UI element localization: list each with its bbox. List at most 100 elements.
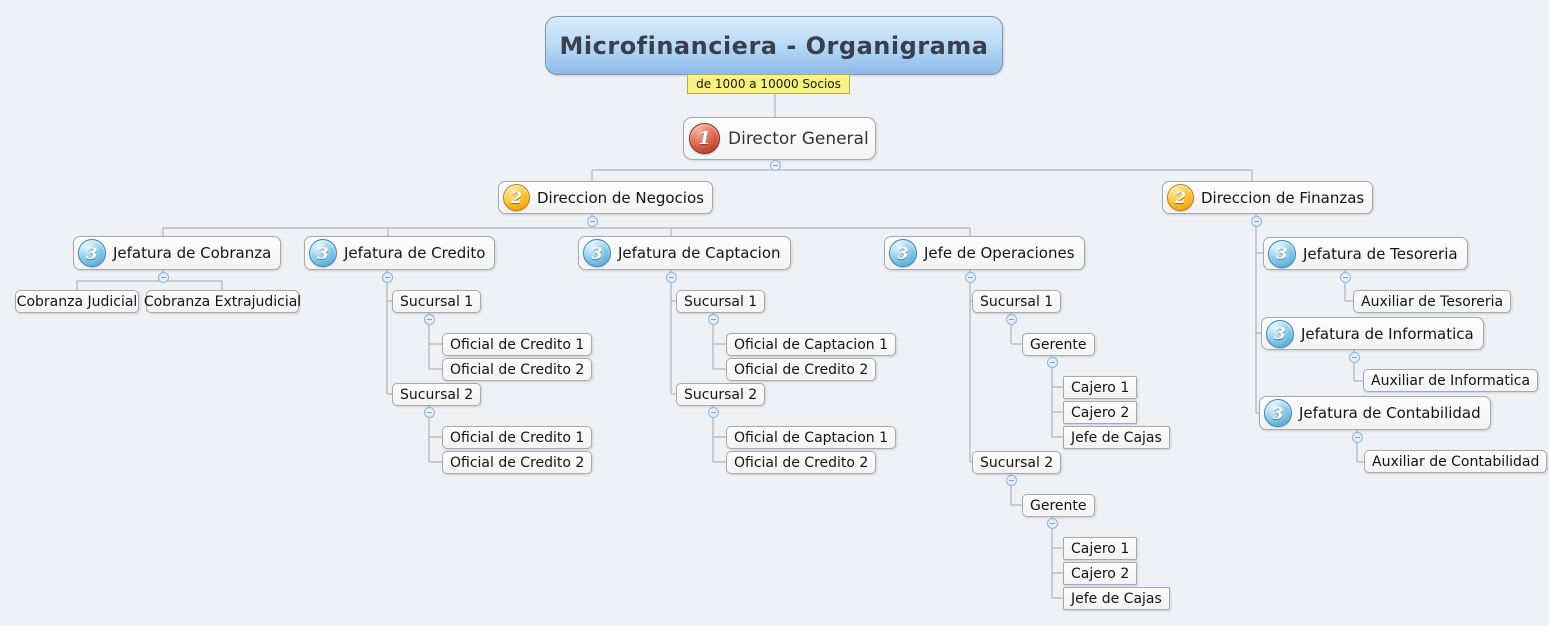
- node-auxiliar-informatica[interactable]: Auxiliar de Informatica: [1363, 369, 1539, 392]
- collapse-minus-icon[interactable]: [1340, 272, 1351, 283]
- node-captacion-s1-oficial-1[interactable]: Oficial de Captacion 1: [726, 333, 896, 356]
- node-label: Sucursal 1: [684, 293, 758, 310]
- node-credito-s2-oficial-1[interactable]: Oficial de Credito 1: [442, 426, 593, 449]
- node-jefatura-informatica[interactable]: 3 Jefatura de Informatica: [1261, 317, 1484, 350]
- node-jefatura-credito[interactable]: 3 Jefatura de Credito: [304, 236, 496, 270]
- node-captacion-s2-oficial-1[interactable]: Oficial de Captacion 1: [726, 426, 896, 449]
- node-jefatura-cobranza[interactable]: 3 Jefatura de Cobranza: [73, 236, 282, 270]
- collapse-minus-icon[interactable]: [1352, 432, 1363, 443]
- node-label: Jefatura de Informatica: [1301, 324, 1474, 343]
- node-captacion-s1-oficial-2[interactable]: Oficial de Credito 2: [726, 358, 877, 381]
- node-label: Auxiliar de Tesoreria: [1361, 293, 1504, 310]
- node-operaciones-sucursal-2[interactable]: Sucursal 2: [972, 451, 1062, 474]
- node-label: Oficial de Credito 2: [450, 454, 585, 471]
- priority-2-icon: 2: [503, 184, 530, 211]
- node-label: Oficial de Credito 2: [734, 361, 869, 378]
- note-label: de 1000 a 10000 Socios: [696, 77, 841, 91]
- node-label: Gerente: [1030, 497, 1087, 514]
- node-oper-s1-cajero-2[interactable]: Cajero 2: [1063, 401, 1138, 424]
- node-credito-sucursal-1[interactable]: Sucursal 1: [392, 290, 482, 313]
- collapse-minus-icon[interactable]: [1251, 216, 1262, 227]
- node-label: Director General: [728, 128, 869, 149]
- node-label: Sucursal 1: [400, 293, 474, 310]
- node-label: Oficial de Captacion 1: [734, 429, 888, 446]
- node-credito-s1-oficial-2[interactable]: Oficial de Credito 2: [442, 358, 593, 381]
- priority-3-icon: 3: [889, 239, 917, 267]
- node-label: Sucursal 2: [684, 386, 758, 403]
- collapse-minus-icon[interactable]: [424, 314, 435, 325]
- node-cobranza-extrajudicial[interactable]: Cobranza Extrajudicial: [144, 290, 301, 313]
- priority-3-icon: 3: [309, 239, 337, 267]
- node-captacion-sucursal-2[interactable]: Sucursal 2: [676, 383, 766, 406]
- priority-3-icon: 3: [583, 239, 611, 267]
- node-captacion-s2-oficial-2[interactable]: Oficial de Credito 2: [726, 451, 877, 474]
- collapse-minus-icon[interactable]: [1349, 352, 1360, 363]
- collapse-minus-icon[interactable]: [770, 160, 781, 171]
- node-direccion-finanzas[interactable]: 2 Direccion de Finanzas: [1162, 181, 1374, 214]
- priority-3-icon: 3: [78, 239, 106, 267]
- node-oper-s1-cajero-1[interactable]: Cajero 1: [1063, 376, 1138, 399]
- node-oper-s2-jefe-cajas[interactable]: Jefe de Cajas: [1063, 587, 1170, 610]
- node-oper-s2-cajero-1[interactable]: Cajero 1: [1063, 537, 1138, 560]
- collapse-minus-icon[interactable]: [666, 272, 677, 283]
- node-label: Sucursal 1: [980, 293, 1054, 310]
- node-captacion-sucursal-1[interactable]: Sucursal 1: [676, 290, 766, 313]
- node-label: Cajero 1: [1071, 379, 1130, 396]
- node-label: Jefatura de Cobranza: [113, 244, 272, 262]
- node-credito-s1-oficial-1[interactable]: Oficial de Credito 1: [442, 333, 593, 356]
- node-label: Jefatura de Tesoreria: [1303, 244, 1458, 263]
- collapse-minus-icon[interactable]: [708, 407, 719, 418]
- node-auxiliar-contabilidad[interactable]: Auxiliar de Contabilidad: [1364, 450, 1548, 473]
- priority-3-icon: 3: [1268, 239, 1296, 268]
- node-oper-s1-jefe-cajas[interactable]: Jefe de Cajas: [1063, 426, 1170, 449]
- node-label: Cajero 2: [1071, 404, 1130, 421]
- node-label: Oficial de Credito 2: [734, 454, 869, 471]
- collapse-minus-icon[interactable]: [382, 272, 393, 283]
- node-direccion-negocios[interactable]: 2 Direccion de Negocios: [498, 181, 713, 214]
- node-label: Direccion de Negocios: [537, 188, 704, 207]
- collapse-minus-icon[interactable]: [1006, 314, 1017, 325]
- node-cobranza-judicial[interactable]: Cobranza Judicial: [15, 290, 139, 313]
- title-label: Microfinanciera - Organigrama: [559, 31, 989, 60]
- node-oper-s2-cajero-2[interactable]: Cajero 2: [1063, 562, 1138, 585]
- priority-2-icon: 2: [1167, 184, 1194, 211]
- collapse-minus-icon[interactable]: [1047, 518, 1058, 529]
- node-title[interactable]: Microfinanciera - Organigrama: [545, 16, 1003, 75]
- node-credito-s2-oficial-2[interactable]: Oficial de Credito 2: [442, 451, 593, 474]
- node-label: Oficial de Credito 1: [450, 429, 585, 446]
- node-label: Cobranza Judicial: [16, 293, 138, 310]
- node-label: Jefatura de Captacion: [618, 244, 781, 262]
- node-label: Oficial de Captacion 1: [734, 336, 888, 353]
- node-oper-s2-gerente[interactable]: Gerente: [1022, 494, 1095, 517]
- node-oper-s1-gerente[interactable]: Gerente: [1022, 333, 1095, 356]
- node-label: Sucursal 2: [980, 454, 1054, 471]
- node-jefatura-captacion[interactable]: 3 Jefatura de Captacion: [578, 236, 791, 270]
- node-label: Sucursal 2: [400, 386, 474, 403]
- node-label: Jefe de Operaciones: [924, 244, 1075, 262]
- collapse-minus-icon[interactable]: [965, 272, 976, 283]
- priority-1-icon: 1: [689, 123, 720, 154]
- collapse-minus-icon[interactable]: [158, 272, 169, 283]
- node-operaciones-sucursal-1[interactable]: Sucursal 1: [972, 290, 1062, 313]
- node-label: Jefatura de Contabilidad: [1299, 404, 1481, 422]
- node-jefatura-contabilidad[interactable]: 3 Jefatura de Contabilidad: [1259, 396, 1491, 430]
- node-director-general[interactable]: 1 Director General: [683, 117, 876, 160]
- collapse-minus-icon[interactable]: [708, 314, 719, 325]
- node-note-socios[interactable]: de 1000 a 10000 Socios: [687, 74, 850, 94]
- collapse-minus-icon[interactable]: [1047, 357, 1058, 368]
- node-label: Jefatura de Credito: [344, 244, 486, 262]
- priority-3-icon: 3: [1266, 319, 1294, 348]
- node-credito-sucursal-2[interactable]: Sucursal 2: [392, 383, 482, 406]
- collapse-minus-icon[interactable]: [1006, 475, 1017, 486]
- node-jefe-operaciones[interactable]: 3 Jefe de Operaciones: [884, 236, 1085, 270]
- collapse-minus-icon[interactable]: [587, 216, 598, 227]
- node-jefatura-tesoreria[interactable]: 3 Jefatura de Tesoreria: [1263, 237, 1468, 270]
- node-label: Cajero 2: [1071, 565, 1130, 582]
- priority-3-icon: 3: [1264, 399, 1292, 427]
- collapse-minus-icon[interactable]: [424, 407, 435, 418]
- node-label: Gerente: [1030, 336, 1087, 353]
- node-auxiliar-tesoreria[interactable]: Auxiliar de Tesoreria: [1353, 290, 1512, 313]
- node-label: Direccion de Finanzas: [1201, 188, 1365, 207]
